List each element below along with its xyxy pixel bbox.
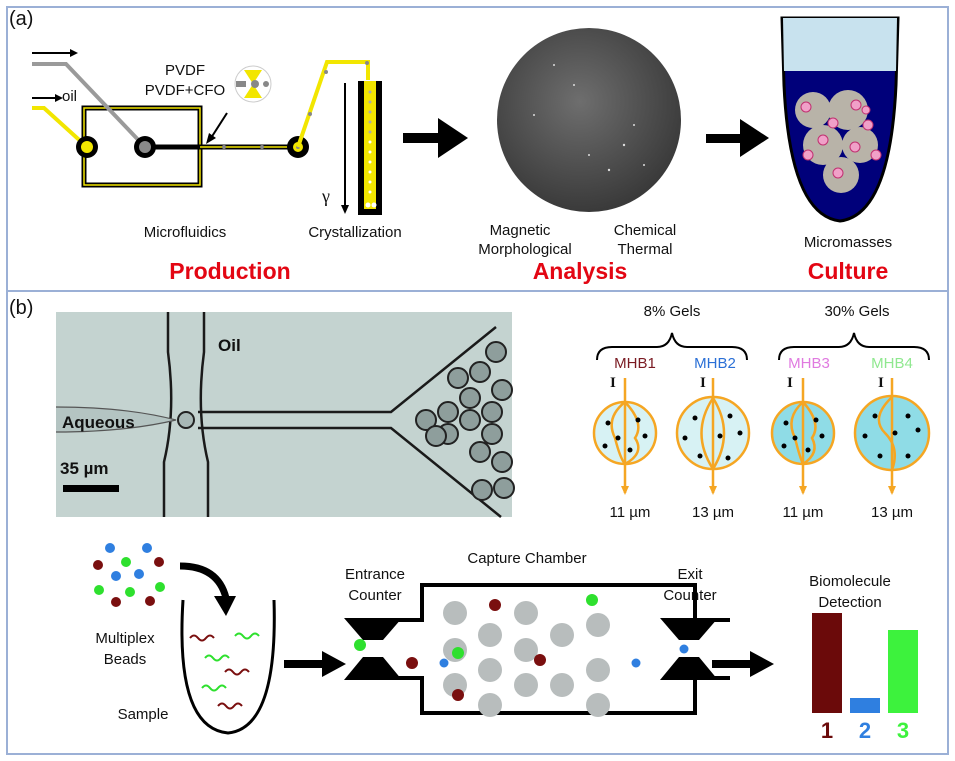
droplet-formation-inset-icon <box>234 65 272 103</box>
scale-bar-label: 35 µm <box>60 459 109 478</box>
curved-arrow-icon <box>179 562 236 616</box>
gel-brace-8pct <box>596 332 748 361</box>
stage-arrow-icon <box>403 118 468 158</box>
pointer-arrow-icon <box>206 112 228 144</box>
gel-name-mhb2: MHB2 <box>694 355 736 372</box>
gel-brace-30pct <box>778 332 930 361</box>
microfluidics-caption: Microfluidics <box>143 224 227 241</box>
multiplex-beads-label-1: Multiplex <box>95 630 155 647</box>
oil-channel-label: Oil <box>218 336 241 355</box>
gel-name-mhb3: MHB3 <box>788 355 830 372</box>
material-pvdf-cfo: PVDF+CFO <box>144 82 226 99</box>
panel-a-label: (a) <box>9 8 34 30</box>
bar-label-2: 2 <box>859 718 871 743</box>
sample-tube-icon <box>180 599 276 735</box>
detection-title-1: Biomolecule <box>809 573 891 590</box>
gel-name-mhb1: MHB1 <box>614 355 656 372</box>
analysis-thermal: Thermal <box>617 241 673 258</box>
stage-culture: Culture <box>807 258 889 284</box>
gel-bead-mhb1 <box>592 378 658 493</box>
capture-chamber-label: Capture Chamber <box>467 550 587 567</box>
entrance-counter-label-2: Counter <box>348 587 402 604</box>
current-symbol-mhb2: I <box>700 375 706 391</box>
gravity-symbol: γ <box>322 186 330 206</box>
analysis-chemical: Chemical <box>613 222 677 239</box>
sample-label: Sample <box>117 706 169 723</box>
gel-bead-mhb3 <box>770 378 836 493</box>
entrance-counter-label-1: Entrance <box>344 566 406 583</box>
exit-counter-label-1: Exit <box>677 566 703 583</box>
gel-name-mhb4: MHB4 <box>871 355 913 372</box>
aqueous-channel-label: Aqueous <box>62 413 135 432</box>
gel-group-30pct: 30% Gels <box>824 303 890 320</box>
bar-label-3: 3 <box>897 718 909 743</box>
crystallization-caption: Crystallization <box>308 224 402 241</box>
gel-size-mhb1: 11 µm <box>609 504 651 521</box>
exit-counter-label-2: Counter <box>663 587 717 604</box>
current-symbol-mhb4: I <box>878 375 884 391</box>
bead-with-target <box>406 599 546 701</box>
bar-3 <box>888 630 918 713</box>
microfluidic-chip-diagram <box>32 49 382 215</box>
analysis-magnetic: Magnetic <box>489 222 551 239</box>
flow-arrow-icon <box>284 651 346 677</box>
gel-size-mhb2: 13 µm <box>692 504 734 521</box>
bar-label-1: 1 <box>821 718 833 743</box>
stage-analysis: Analysis <box>532 258 628 284</box>
analysis-morphological: Morphological <box>478 241 572 258</box>
gel-bead-mhb2 <box>675 378 751 493</box>
stage-arrow-icon <box>706 119 769 157</box>
current-symbol-mhb3: I <box>787 375 793 391</box>
entrance-counter-icon <box>344 618 402 680</box>
material-pvdf: PVDF <box>164 62 205 79</box>
gel-size-mhb3: 11 µm <box>782 504 824 521</box>
gel-group-8pct: 8% Gels <box>643 303 701 320</box>
current-symbol-mhb1: I <box>610 375 616 391</box>
capture-chamber-device <box>344 583 730 717</box>
bead-with-target <box>354 594 598 659</box>
panel-b-label: (b) <box>9 297 34 319</box>
culture-tube-icon <box>780 16 900 223</box>
gel-bead-diagrams <box>592 378 931 495</box>
biomolecule-detection-chart: 1 2 3 <box>812 613 918 743</box>
droplet-generator-micrograph <box>55 312 515 518</box>
microsphere-sem-image <box>497 28 681 212</box>
micromasses-caption: Micromasses <box>803 234 893 251</box>
detection-title-2: Detection <box>818 594 882 611</box>
multiplex-beads-icon <box>93 543 165 607</box>
flow-arrow-icon <box>712 651 774 677</box>
gel-size-mhb4: 13 µm <box>871 504 913 521</box>
oil-arrow-icon <box>32 94 63 102</box>
input-arrow-icon <box>32 49 78 57</box>
stage-production: Production <box>169 258 291 284</box>
bar-2 <box>850 698 880 713</box>
oil-inlet-label: oil <box>62 88 78 105</box>
multiplex-beads-label-2: Beads <box>103 651 147 668</box>
gravity-arrow-icon <box>341 83 349 214</box>
bar-1 <box>812 613 842 713</box>
exit-counter-icon <box>660 618 718 680</box>
